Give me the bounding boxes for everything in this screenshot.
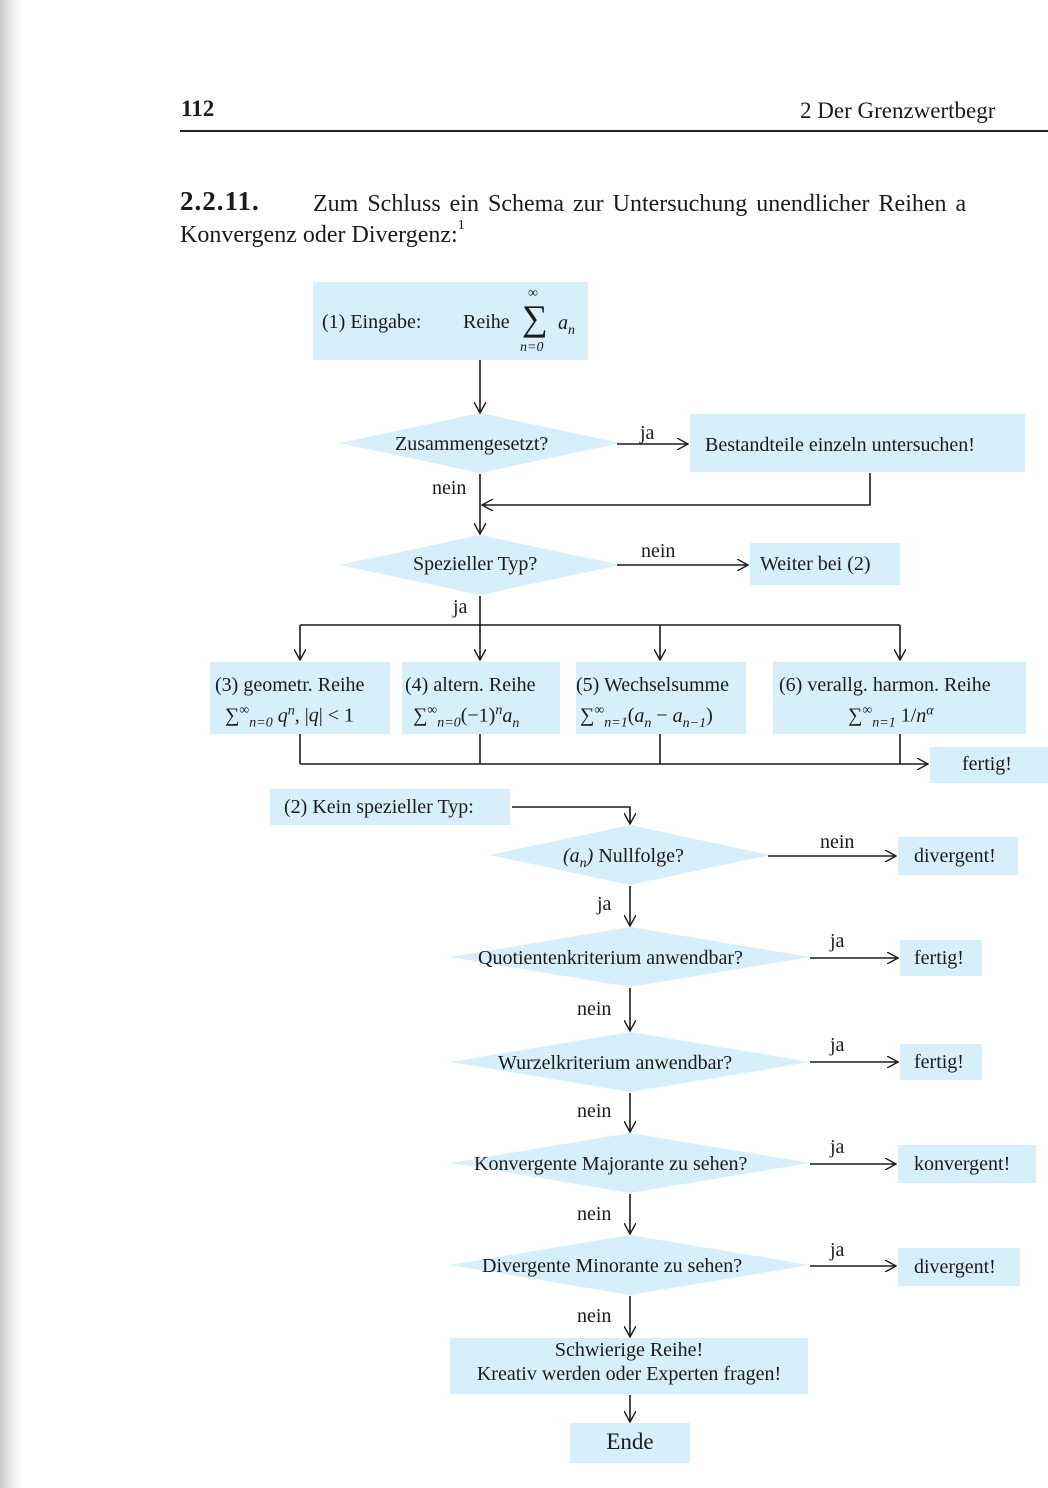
convergent-text: konvergent!: [914, 1153, 1011, 1175]
yes-label-quotient: ja: [830, 930, 845, 952]
end-box: [570, 1423, 690, 1463]
done-box-wurzel: [900, 1044, 982, 1080]
intro-line-2: Konvergenz oder Divergenz:1: [180, 218, 465, 249]
type5-box: [576, 662, 746, 734]
not-special-box: [270, 789, 510, 825]
yes-label-minorante: ja: [830, 1239, 845, 1261]
decision-minorante-shape: [450, 1235, 810, 1295]
no-label-majorante: nein: [577, 1203, 612, 1225]
not-special-text: (2) Kein spezieller Typ:: [284, 796, 474, 818]
done-text-wurzel: fertig!: [914, 1051, 964, 1073]
yes-label-nullfolge: ja: [597, 893, 612, 915]
yes-label-special: ja: [453, 596, 468, 618]
end-text: Ende: [606, 1429, 654, 1454]
input-reihe-label: Reihe: [463, 311, 510, 333]
no-label-wurzel: nein: [577, 1100, 612, 1122]
question-wurzel: Wurzelkriterium anwendbar?: [498, 1052, 733, 1074]
type6-box: [773, 662, 1026, 734]
no-label-composite: nein: [432, 477, 467, 499]
yes-label-wurzel: ja: [830, 1034, 845, 1056]
input-series-formula: ∞ ∑ an n=0: [520, 286, 575, 355]
no-label-minorante: nein: [577, 1305, 612, 1327]
decision-nullfolge-shape: [490, 825, 770, 885]
done-text-quotient: fertig!: [914, 947, 964, 969]
no-label-nullfolge: nein: [820, 831, 855, 853]
type3-formula: ∑∞n=0 qn, |q| < 1: [225, 703, 355, 731]
divergent-box-2: [898, 1248, 1020, 1286]
decision-composite-shape: [340, 413, 620, 473]
question-nullfolge: (an) Nullfolge?: [563, 845, 684, 871]
question-minorante: Divergente Minorante zu sehen?: [482, 1255, 743, 1277]
running-header-chapter: 2 Der Grenzwertbegr: [800, 98, 996, 123]
hard-series-line-1: Schwierige Reihe!: [554, 1339, 704, 1361]
input-box: [313, 282, 588, 360]
type3-box: [210, 662, 390, 734]
no-label-special: nein: [641, 540, 676, 562]
type3-title: (3) geometr. Reihe: [215, 674, 365, 696]
decision-special-shape: [340, 535, 620, 595]
section-number: 2.2.11.: [180, 186, 260, 216]
composite-action-text: Bestandteile einzeln untersuchen!: [705, 434, 975, 456]
yes-label-composite: ja: [640, 422, 655, 444]
header-rule: [180, 130, 1048, 132]
footnote-marker: 1: [457, 218, 465, 233]
type4-title: (4) altern. Reihe: [405, 674, 536, 696]
hard-series-line-2: Kreativ werden oder Experten fragen!: [476, 1363, 782, 1385]
question-majorante: Konvergente Majorante zu sehen?: [474, 1153, 748, 1175]
yes-label-majorante: ja: [830, 1136, 845, 1158]
type6-formula: ∑∞n=1 1/nα: [848, 703, 934, 731]
page-edge-shadow: [0, 0, 22, 1488]
done-box-types: [930, 747, 1048, 783]
input-label: (1) Eingabe:: [322, 311, 422, 333]
hard-series-box: [450, 1338, 808, 1394]
divergent-text-2: divergent!: [914, 1256, 996, 1278]
question-composite: Zusammengesetzt?: [395, 433, 549, 455]
decision-quotient-shape: [450, 927, 810, 987]
composite-action-box: [690, 414, 1025, 472]
divergent-text-1: divergent!: [914, 845, 996, 867]
done-box-quotient: [900, 940, 982, 976]
question-quotient: Quotientenkriterium anwendbar?: [478, 947, 743, 969]
special-no-action-text: Weiter bei (2): [760, 553, 871, 575]
type4-formula: ∑∞n=0(−1)nan: [413, 703, 520, 731]
special-no-action-box: [750, 543, 900, 585]
done-text-types: fertig!: [962, 753, 1012, 775]
question-special: Spezieller Typ?: [413, 553, 538, 575]
intro-line-2-text: Konvergenz oder Divergenz:: [180, 222, 458, 248]
type5-formula: ∑∞n=1(an − an−1): [580, 703, 713, 731]
intro-line-1: Zum Schluss ein Schema zur Untersuchung …: [313, 191, 967, 217]
no-label-quotient: nein: [577, 998, 612, 1020]
decision-majorante-shape: [450, 1133, 810, 1193]
convergent-box: [898, 1145, 1036, 1183]
divergent-box-1: [898, 837, 1018, 875]
type5-title: (5) Wechselsumme: [576, 674, 729, 696]
type4-box: [402, 662, 560, 734]
page-number: 112: [181, 96, 215, 121]
decision-wurzel-shape: [450, 1032, 810, 1092]
type6-title: (6) verallg. harmon. Reihe: [779, 674, 991, 696]
